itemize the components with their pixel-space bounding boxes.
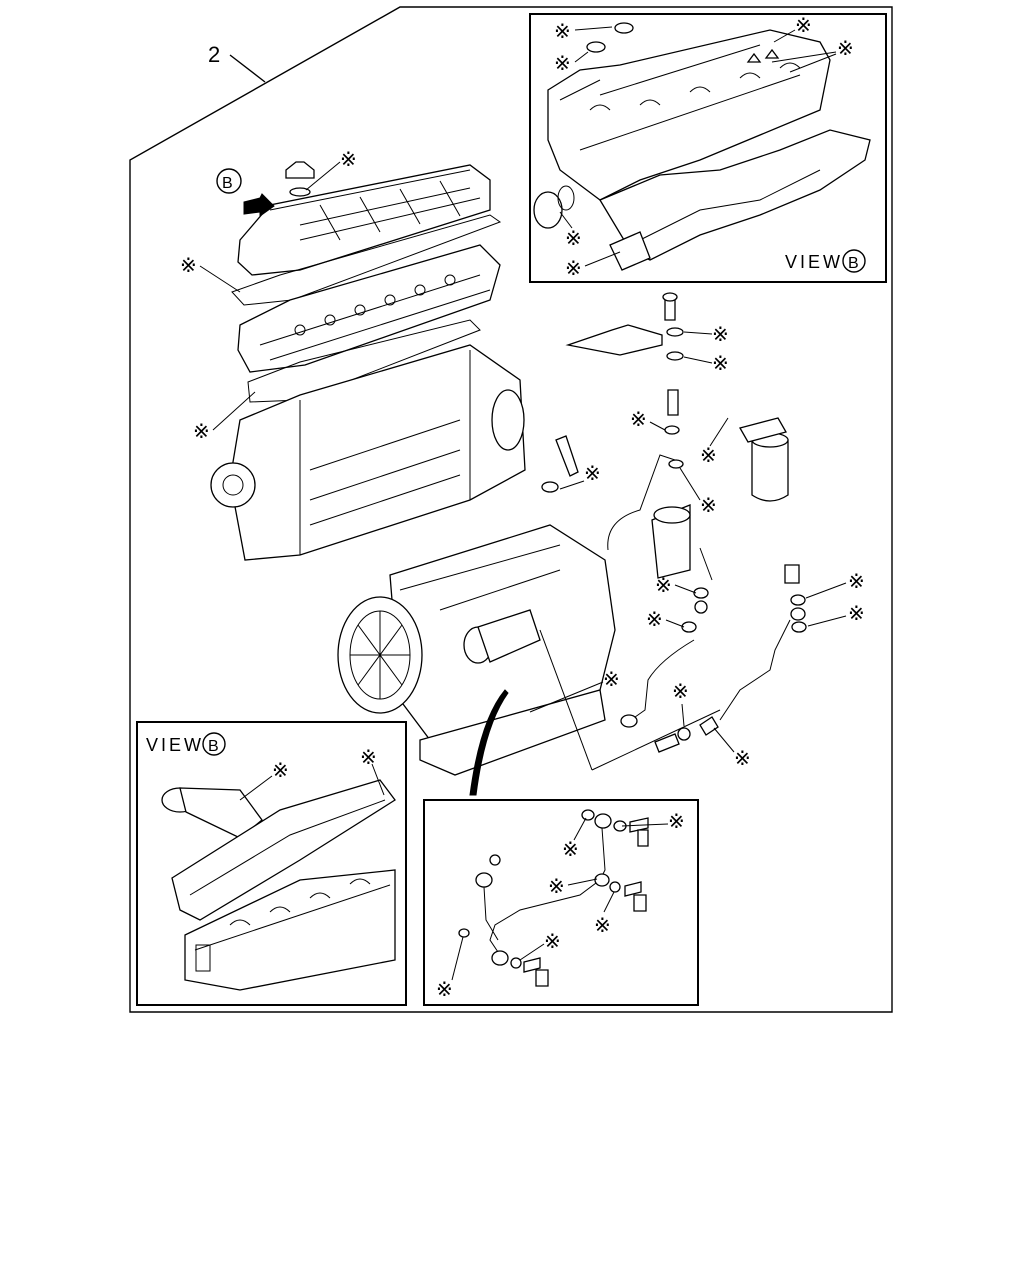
asterisk-marker: ※ [712, 353, 729, 375]
inset-pipe-detail: ※ ※ ※ ※ ※ ※ [423, 799, 699, 1006]
asterisk-marker: ※ [848, 571, 865, 593]
fuel-filter-parts [565, 292, 807, 753]
asterisk-marker: ※ [554, 21, 571, 43]
cylinder-head-cover-drawing [210, 161, 526, 561]
asterisk-marker: ※ [603, 669, 620, 691]
asterisk-marker: ※ [700, 445, 717, 467]
asterisk-marker: ※ [360, 747, 377, 769]
asterisk-marker: ※ [700, 495, 717, 517]
asterisk-marker: ※ [668, 811, 685, 833]
asterisk-marker: ※ [734, 748, 751, 770]
view-letter-text: B [848, 255, 859, 272]
asterisk-marker: ※ [554, 53, 571, 75]
main-view-b-callout: B [216, 168, 242, 194]
asterisk-marker: ※ [340, 149, 357, 171]
engine-lower-drawing [337, 435, 721, 796]
asterisk-marker: ※ [837, 38, 854, 60]
intake-manifold-drawing [161, 779, 396, 991]
item-number-callout: 2 [208, 42, 266, 83]
asterisk-marker: ※ [436, 979, 453, 1001]
asterisk-marker: ※ [646, 609, 663, 631]
asterisk-marker: ※ [655, 575, 672, 597]
asterisk-marker: ※ [795, 15, 812, 37]
view-label-text: VIEW [785, 252, 843, 272]
asterisk-marker: ※ [712, 324, 729, 346]
asterisk-marker: ※ [584, 463, 601, 485]
asterisk-markers-fuel: ※ ※ ※ ※ ※ ※ ※ ※ ※ ※ ※ ※ ※ [529, 324, 865, 770]
asterisk-marker: ※ [672, 681, 689, 703]
asterisk-markers-pipe-detail: ※ ※ ※ ※ ※ ※ [436, 811, 685, 1001]
asterisk-marker: ※ [548, 876, 565, 898]
asterisk-marker: ※ [180, 255, 197, 277]
asterisk-marker: ※ [594, 915, 611, 937]
asterisk-marker: ※ [272, 760, 289, 782]
asterisk-markers-top-right: ※ ※ ※ ※ ※ ※ [554, 15, 854, 280]
asterisk-marker: ※ [630, 409, 647, 431]
asterisk-marker: ※ [848, 603, 865, 625]
outer-frame [129, 6, 893, 1013]
asterisk-marker: ※ [565, 228, 582, 250]
view-letter-text: B [208, 738, 219, 755]
pipe-detail-drawing [458, 809, 649, 987]
asterisk-marker: ※ [193, 421, 210, 443]
view-letter-text: B [222, 175, 233, 192]
view-b-label-bottom-left: VIEW B [146, 732, 226, 756]
asterisk-markers-bottom-left: ※ ※ [239, 747, 385, 801]
inset-view-b-bottom-left: VIEW B ※ ※ [136, 721, 407, 1006]
item-number: 2 [208, 42, 220, 67]
asterisk-marker: ※ [565, 258, 582, 280]
asterisk-marker: ※ [544, 931, 561, 953]
view-label-text: VIEW [146, 735, 204, 755]
exhaust-manifold-drawing [533, 22, 871, 271]
asterisk-marker: ※ [562, 839, 579, 861]
asterisk-markers-main: ※ ※ ※ [180, 149, 357, 443]
inset-view-b-top-right: ※ ※ ※ ※ ※ ※ VIEW B [529, 13, 887, 283]
view-b-label-top-right: VIEW B [785, 249, 866, 273]
